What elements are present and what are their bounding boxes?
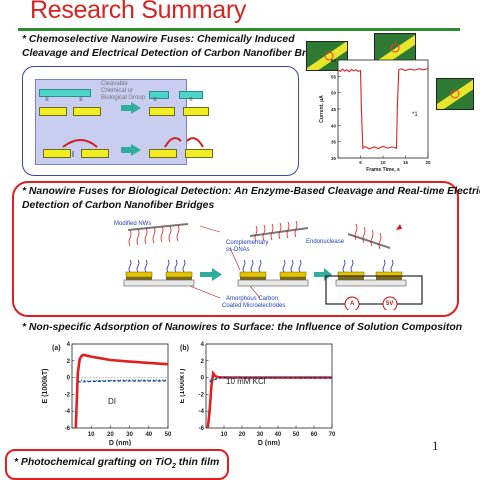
y-tick-label: 0 [67,376,71,382]
section2-heading-line1: * Nanowire Fuses for Biological Detectio… [22,186,480,197]
arrow-stem [121,105,131,111]
electrode-pad [39,107,67,116]
electrode-pad [183,107,209,116]
electrode-pad [81,149,109,158]
y-tick-label: -4 [65,409,71,415]
y-tick-label: 60 [331,58,337,63]
x-tick-label: 15 [403,160,409,165]
diagram-label-biological: Biological Group [101,95,146,101]
diagram-label-chemical: Chemical or [101,88,134,94]
pad-symbol: ≡ [45,97,49,103]
diagram-label-cleavable: Cleavable [101,81,128,87]
label-ssdnas: ss-DNAs [226,247,250,253]
series-line-red [74,353,169,429]
y-tick-label: 30 [331,156,337,161]
x-axis-label: D (nm) [109,440,131,446]
y-tick-label: -2 [65,392,71,398]
x-axis-label: D (nm) [258,440,280,446]
y-tick-label: 40 [331,123,337,128]
pad-symbol: ≡ [79,97,83,103]
y-tick-label: -2 [199,392,205,398]
x-tick-label: 10 [380,160,386,165]
section4-box [5,449,229,480]
x-tick-label: 50 [293,432,300,438]
panel-label: (a) [52,345,61,352]
x-tick-label: 50 [165,432,172,438]
x-tick-label: 40 [145,432,152,438]
arrow-stem [121,147,131,153]
y-tick-label: 4 [201,342,205,348]
y-tick-label: 55 [331,74,337,79]
x-axis-label: Frame Time, s [366,167,400,173]
label-coated-microelectrodes: Coated Microelectrodes [222,303,286,309]
x-tick-label: 10 [88,432,95,438]
x-tick-label: 70 [329,432,336,438]
electrode-pad [149,149,177,158]
y-tick-label: -6 [199,426,205,432]
title-underline [18,28,460,31]
series-line-green [209,377,332,381]
cleaved-bar-right [179,91,203,99]
meter-a-label: A [350,301,355,307]
x-tick-label: 40 [275,432,282,438]
electrode-pad [185,149,213,158]
label-complementary: Complementary [226,240,269,246]
section3-heading: * Non-specific Adsorption of Nanowires t… [22,322,463,333]
y-axis-label: E (1000kT) [42,368,49,403]
plot-frame [205,343,333,429]
y-axis-label: E (1000kT) [180,368,186,403]
chart-annotation: 10 mM KCl [226,377,266,386]
y-tick-label: 4 [67,342,71,348]
x-tick-label: 60 [311,432,318,438]
label-modified-nws: Modified NWs [114,221,152,227]
pad-symbol: ≡ [153,97,157,103]
electrode-pad [43,149,71,158]
x-tick-label: 20 [425,160,431,165]
y-tick-label: -4 [199,409,205,415]
enzyme-cleavage-diagram [123,220,423,310]
meter-5v-label: 5V [386,301,394,307]
right-arrow-icon [131,102,141,114]
series-line-blue [77,380,168,383]
x-tick-label: 5 [359,160,362,165]
y-tick-label: 2 [201,359,205,365]
right-arrow-icon [131,144,141,156]
page-title: Research Summary [30,0,247,24]
y-tick-label: 50 [331,91,337,96]
x-tick-label: 20 [107,432,114,438]
label-endonuclease: Endonuclease [306,239,345,245]
label-amorphous-carbon: Amorphous Carbon [226,296,279,302]
y-tick-label: -6 [65,426,71,432]
y-tick-label: 2 [67,359,71,365]
x-tick-label: 20 [239,432,246,438]
section2-heading-line2: Detection of Carbon Nanofiber Bridges [22,200,215,211]
pad-symbol: ≡ [189,97,193,103]
electrode-pad [73,107,101,116]
x-tick-label: 30 [257,432,264,438]
section1-heading-line2: Cleavage and Electrical Detection of Car… [22,48,334,59]
y-tick-label: 35 [331,140,337,145]
plot-frame [337,59,429,159]
y-axis-label: Current, μA [319,95,325,123]
section1-heading-line1: * Chemoselective Nanowire Fuses: Chemica… [22,34,295,45]
micrograph-after [436,78,474,110]
section4-heading: * Photochemical grafting on TiO2 thin fi… [14,457,220,471]
cleaved-bar-left [149,91,169,99]
chart-annotation: *1 [412,112,418,118]
plot-frame [71,343,169,429]
electrode-pad [149,107,175,116]
fuse-schematic-panel: Cleavable Chemical or Biological Group ≡… [22,66,299,176]
section2-box [12,181,459,317]
panel-label: (b) [180,345,189,352]
cleavable-bar-left [39,89,91,97]
x-tick-label: 10 [221,432,228,438]
y-tick-label: 45 [331,107,337,112]
chart-annotation: DI [108,397,116,406]
page-number: 1 [432,438,439,453]
x-tick-label: 30 [126,432,133,438]
y-tick-label: 0 [201,376,205,382]
